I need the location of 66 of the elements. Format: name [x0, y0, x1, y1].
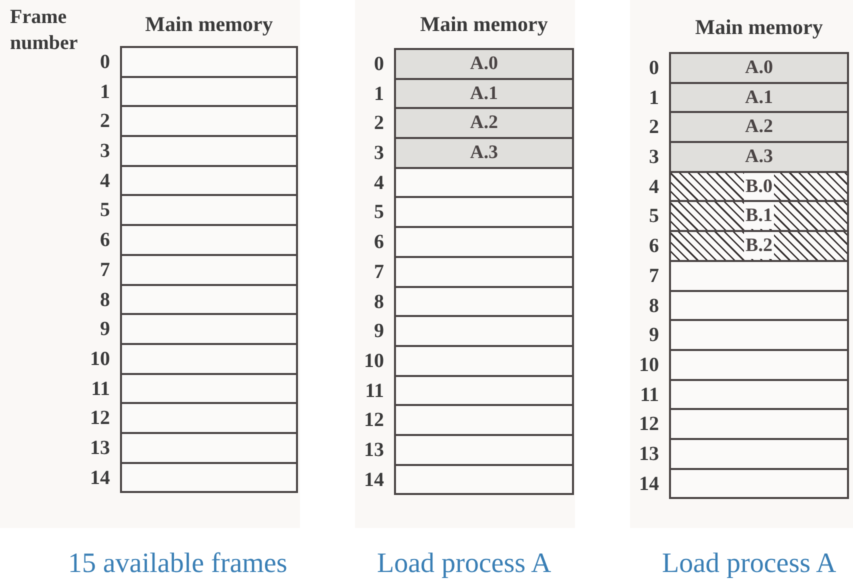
- panel-label: 15 available frames: [68, 548, 288, 580]
- frame-number: 3: [373, 141, 384, 166]
- frame-number: 0: [373, 52, 384, 77]
- memory-panel: [630, 0, 853, 528]
- frame-number: 14: [89, 466, 110, 491]
- frame-number: 7: [648, 264, 659, 289]
- memory-panel: [355, 0, 575, 528]
- panel-label: Load process A: [377, 548, 552, 580]
- frame-number: 12: [363, 408, 384, 434]
- frame-number: 6: [99, 228, 110, 254]
- frame-number: 7: [99, 258, 110, 283]
- frame-number: 11: [90, 376, 110, 402]
- page-label: A.3: [469, 141, 499, 166]
- frame-number: 9: [373, 319, 384, 344]
- frame-number: 1: [373, 82, 384, 107]
- frame-number: 5: [99, 198, 110, 224]
- frame-number: 3: [648, 145, 659, 170]
- frame-number: 14: [638, 472, 659, 497]
- frame-number: 2: [99, 109, 110, 134]
- page-label: A.0: [469, 52, 499, 76]
- page-label: A.1: [469, 82, 499, 106]
- frame-number: 11: [364, 378, 384, 404]
- frame-number: 3: [99, 139, 110, 164]
- page-label: A.2: [469, 111, 499, 136]
- frame-number: 10: [363, 348, 384, 374]
- frame-number: 6: [648, 234, 659, 260]
- frame-number: 14: [363, 468, 384, 493]
- frame-number: 12: [89, 406, 110, 432]
- frame-number: 10: [638, 352, 659, 378]
- panel-heading: Main memory: [419, 12, 549, 37]
- page-label: A.2: [744, 115, 774, 140]
- frame-number: 1: [99, 80, 110, 105]
- frame-number: 9: [99, 317, 110, 342]
- frame-number: 12: [638, 412, 659, 438]
- frame-number: 8: [373, 290, 384, 314]
- frame-number: 8: [648, 294, 659, 318]
- frame-number: 2: [648, 115, 659, 140]
- frame-number: 8: [99, 288, 110, 312]
- frame-number: 4: [648, 174, 659, 200]
- frame-number: 5: [373, 200, 384, 226]
- frame-number: 13: [363, 438, 384, 463]
- frame-number: 0: [648, 56, 659, 81]
- frame-number: 4: [99, 168, 110, 194]
- frame-number: 6: [373, 230, 384, 256]
- frame-number: 2: [373, 111, 384, 136]
- frame-number: 5: [648, 204, 659, 230]
- page-label: B.1: [744, 202, 774, 230]
- frame-number: 13: [638, 442, 659, 467]
- page-label: A.3: [744, 145, 774, 170]
- frame-number: 7: [373, 260, 384, 285]
- memory-panel: [0, 0, 300, 528]
- page-label: B.2: [744, 232, 774, 260]
- frame-number: 10: [89, 346, 110, 372]
- panel-heading: Main memory: [144, 12, 274, 37]
- frame-number: 13: [89, 436, 110, 461]
- panel-heading: Main memory: [694, 15, 824, 40]
- frame-number: 1: [648, 86, 659, 111]
- page-label: B.0: [744, 172, 774, 200]
- frame-number: 11: [639, 382, 659, 408]
- panel-label: Load process A: [662, 548, 836, 580]
- axis-label: Frame number: [10, 5, 79, 56]
- frame-number: 4: [373, 170, 384, 196]
- frame-number: 9: [648, 323, 659, 348]
- page-label: A.1: [744, 86, 774, 110]
- page-label: A.0: [744, 56, 774, 80]
- frame-number: 0: [99, 50, 110, 75]
